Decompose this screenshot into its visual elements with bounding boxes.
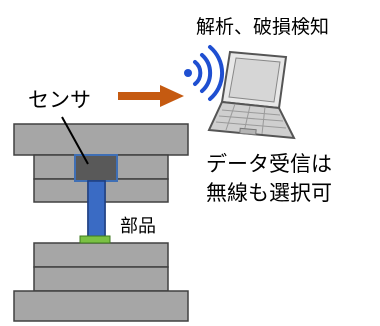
sensor-pointer-line bbox=[61, 116, 89, 165]
lower-plate-3 bbox=[13, 290, 189, 322]
part-label: 部品 bbox=[120, 216, 156, 237]
arrow-right-icon bbox=[118, 85, 184, 107]
upper-plate-1 bbox=[13, 123, 189, 156]
lower-plate-2 bbox=[33, 266, 169, 292]
sensor-block bbox=[74, 154, 118, 182]
wireless-note-line1: データ受信は bbox=[206, 152, 332, 176]
laptop-icon bbox=[207, 50, 296, 140]
part-pillar-visible bbox=[87, 180, 106, 238]
part-base-pad bbox=[79, 235, 111, 244]
lower-press-plates bbox=[13, 242, 189, 322]
sensor-label: センサ bbox=[28, 88, 91, 112]
lower-plate-1 bbox=[33, 242, 169, 268]
wireless-signal-icon bbox=[184, 45, 225, 101]
wireless-note-line2: 無線も選択可 bbox=[206, 181, 332, 205]
analysis-label: 解析、破損検知 bbox=[196, 16, 330, 38]
